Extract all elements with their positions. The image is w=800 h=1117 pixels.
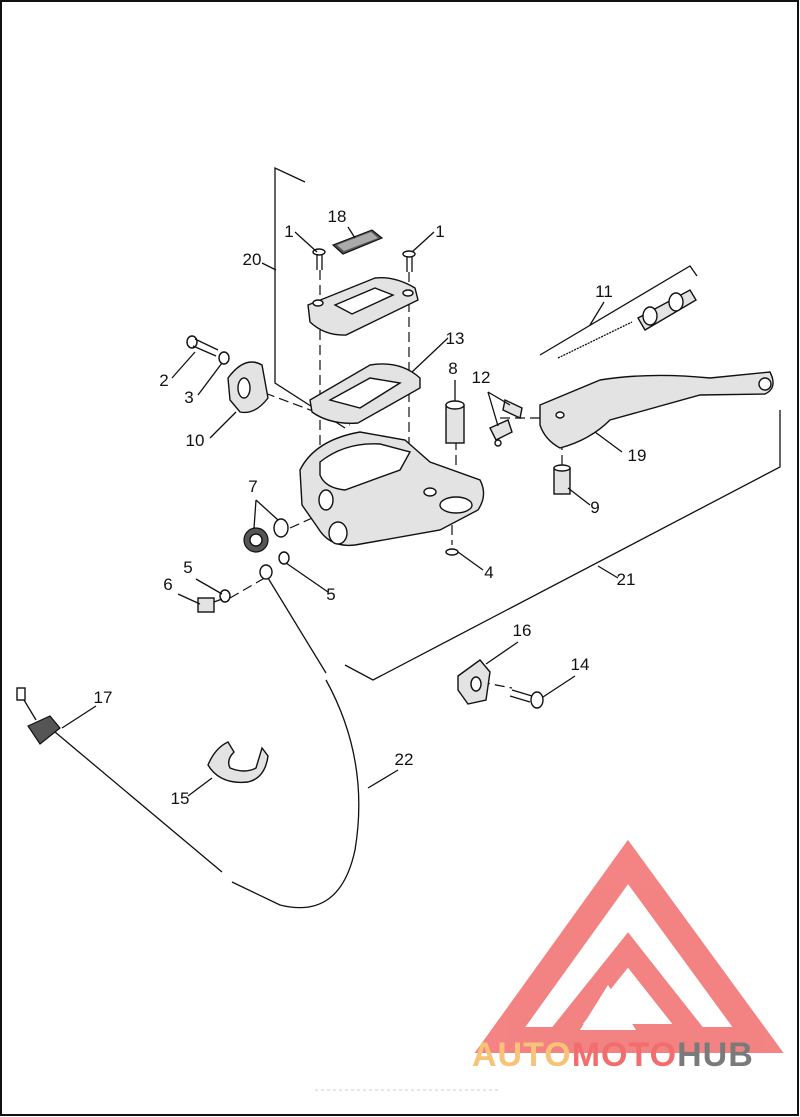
callout-17: 17	[94, 688, 113, 707]
part-5-washers	[219, 551, 290, 603]
assembly-brackets	[274, 166, 781, 681]
callout-1a: 1	[284, 222, 293, 241]
part-17-fitting-cable	[16, 687, 223, 873]
part-12-switch	[489, 398, 523, 447]
part-21-master-cylinder-body	[299, 431, 485, 547]
part-2-clamp-screw	[186, 335, 219, 357]
part-1-screw-right	[402, 250, 416, 272]
part-16-clamp	[457, 659, 491, 705]
callout-20: 20	[243, 250, 262, 269]
part-18-gasket	[331, 229, 384, 255]
callout-19: 19	[628, 446, 647, 465]
callout-16: 16	[513, 621, 532, 640]
callout-5b: 5	[326, 585, 335, 604]
callout-21: 21	[617, 570, 636, 589]
watermark-word-hub: HUB	[677, 1036, 754, 1074]
part-3-washer	[218, 351, 230, 365]
watermark-word-moto: MOTO	[572, 1036, 677, 1074]
part-19-brake-lever	[539, 371, 774, 449]
callout-12: 12	[472, 368, 491, 387]
callout-18: 18	[328, 207, 347, 226]
part-14-screw	[509, 689, 544, 709]
callout-5a: 5	[183, 558, 192, 577]
part-4-retaining-ring	[445, 548, 459, 556]
part-7-sight-glass	[243, 518, 289, 553]
callout-8: 8	[448, 359, 457, 378]
callout-2: 2	[159, 371, 168, 390]
callout-9: 9	[590, 498, 599, 517]
leader-lines	[61, 226, 623, 797]
part-11-spring-piston	[557, 289, 697, 359]
triangle-logo-icon	[474, 839, 784, 1053]
part-10-clamp	[227, 361, 269, 414]
svg-text:AUTOMOTOHUB: AUTOMOTOHUB	[472, 1036, 754, 1074]
callout-15: 15	[171, 789, 190, 808]
callout-22: 22	[395, 750, 414, 769]
part-13-cover-gasket	[309, 363, 421, 424]
watermark-logo: AUTOMOTOHUB	[472, 839, 784, 1074]
part-9-bushing	[553, 464, 571, 495]
callout-1b: 1	[435, 222, 444, 241]
watermark-word-auto: AUTO	[472, 1036, 572, 1074]
part-1-screw-left	[312, 248, 326, 270]
part-15-clip	[207, 741, 269, 784]
callout-14: 14	[571, 655, 590, 674]
callout-6: 6	[163, 575, 172, 594]
callout-3: 3	[184, 388, 193, 407]
part-22-line	[231, 564, 360, 909]
part-8-pivot-pin	[445, 400, 465, 444]
part-20-reservoir-cover	[307, 277, 419, 336]
callout-4: 4	[484, 563, 493, 582]
part-6-banjo-bolt	[197, 597, 223, 613]
callout-13: 13	[446, 329, 465, 348]
callout-11: 11	[595, 282, 613, 301]
callout-7: 7	[248, 477, 257, 496]
callout-10: 10	[186, 431, 205, 450]
